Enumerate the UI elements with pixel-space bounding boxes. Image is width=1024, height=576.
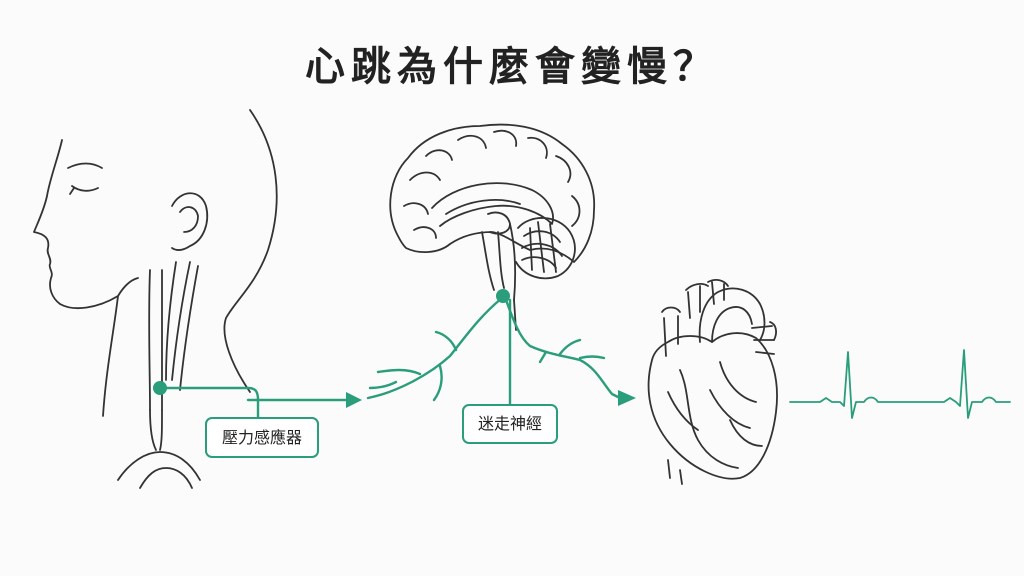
anatomical-heart-icon [647,279,778,485]
ecg-trace-icon [789,349,1011,419]
brainstem-node [496,289,510,303]
arrowhead-to-heart [618,390,636,406]
vagus-nerve-label: 迷走神經 [462,404,558,444]
baroreceptor-node [153,381,167,395]
human-head-profile-icon [33,109,278,489]
page-title: 心跳為什麼會變慢？ [305,44,719,90]
baroreceptor-label: 壓力感應器 [205,417,319,458]
arrowhead-to-brain [346,392,362,408]
nerve-pathway [158,296,622,419]
brain-sagittal-icon [389,123,595,331]
